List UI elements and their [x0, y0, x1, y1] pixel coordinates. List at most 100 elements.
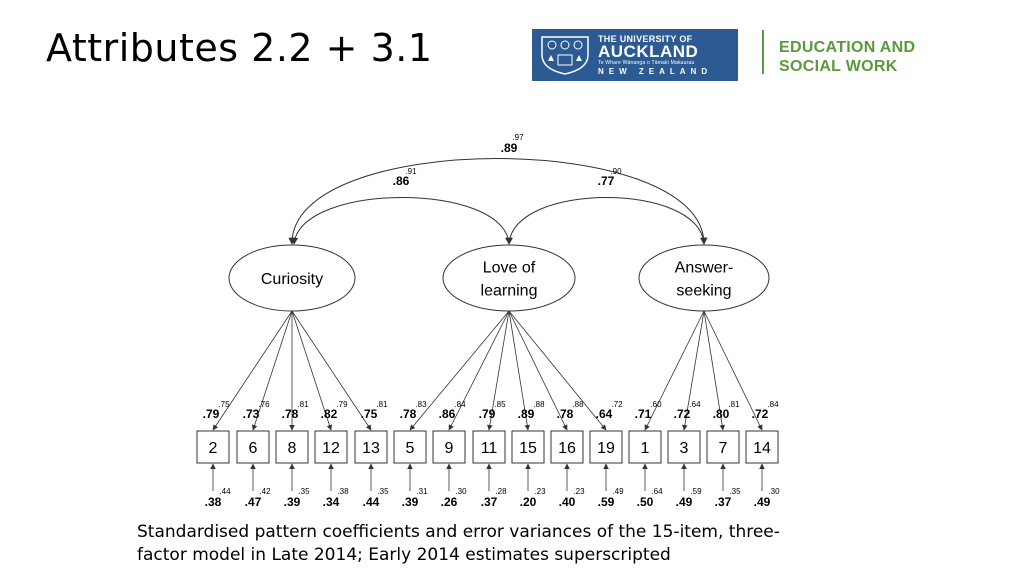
error-value: .49 [754, 495, 771, 509]
loading-arrow [508, 310, 568, 431]
university-logo: THE UNIVERSITY OF AUCKLAND Te Whare Wāna… [532, 29, 738, 81]
item-label: 14 [753, 440, 771, 457]
item-label: 19 [597, 440, 615, 457]
error-value: .37 [715, 495, 732, 509]
loading-value-early: .79 [336, 400, 348, 409]
item-box [393, 430, 427, 464]
loading-value-early: .75 [218, 400, 230, 409]
loading-value: .64 [596, 407, 613, 421]
error-value: .50 [637, 495, 654, 509]
item-box [511, 430, 545, 464]
error-value: .40 [559, 495, 576, 509]
caption-line2: factor model in Late 2014; Early 2014 es… [137, 545, 671, 565]
item-box [706, 430, 740, 464]
item-label: 1 [641, 440, 650, 457]
error-value: .26 [441, 495, 458, 509]
figure-caption: Standardised pattern coefficients and er… [137, 521, 780, 567]
factor-label-love: learning [481, 283, 538, 300]
error-value-early: .42 [259, 487, 271, 496]
error-value: .34 [323, 495, 340, 509]
error-value: .20 [520, 495, 537, 509]
loading-arrow [703, 310, 725, 431]
loading-arrow [251, 310, 293, 431]
logo-line2: AUCKLAND [598, 42, 699, 61]
item-label: 9 [445, 440, 454, 457]
error-value-early: .28 [495, 487, 507, 496]
loading-value: .75 [361, 407, 378, 421]
crest-icon [541, 36, 589, 75]
loading-value: .79 [479, 407, 496, 421]
loading-arrow [487, 310, 510, 431]
error-value: .59 [598, 495, 615, 509]
item-label: 3 [680, 440, 689, 457]
factor-label-answer: seeking [676, 283, 731, 300]
error-value-early: .38 [337, 487, 349, 496]
factor-love [442, 244, 576, 312]
correlation-arc [505, 197, 708, 245]
error-value-early: .30 [768, 487, 780, 496]
header-divider [762, 30, 764, 74]
loading-arrow [508, 310, 530, 431]
correlation-value: .89 [501, 141, 518, 155]
loading-value: .86 [439, 407, 456, 421]
item-label: 5 [406, 440, 415, 457]
loading-value-early: .72 [611, 400, 623, 409]
error-value-early: .35 [377, 487, 389, 496]
item-label: 11 [481, 440, 498, 457]
loading-value: .72 [752, 407, 769, 421]
loading-value: .78 [400, 407, 417, 421]
item-box [589, 430, 623, 464]
loading-arrow [644, 310, 705, 431]
loading-arrow [291, 310, 372, 431]
error-value: .39 [284, 495, 301, 509]
item-box [472, 430, 506, 464]
item-box [314, 430, 348, 464]
item-label: 13 [362, 440, 380, 457]
item-box [432, 430, 466, 464]
item-box [196, 430, 230, 464]
loading-arrow [703, 310, 763, 431]
loading-value-early: .76 [258, 400, 270, 409]
error-value-early: .64 [651, 487, 663, 496]
loading-value-early: .84 [454, 400, 466, 409]
loading-value: .73 [243, 407, 260, 421]
error-value-early: .49 [612, 487, 624, 496]
item-box [667, 430, 701, 464]
item-label: 16 [558, 440, 576, 457]
correlation-value: .86 [393, 174, 410, 188]
factor-label-curiosity: Curiosity [261, 271, 323, 288]
loading-value-early: .81 [297, 400, 309, 409]
slide-title: Attributes 2.2 + 3.1 [46, 26, 433, 70]
loading-value-early: .84 [767, 400, 779, 409]
correlation-value-early: .90 [610, 167, 622, 176]
loading-value: .80 [713, 407, 730, 421]
item-label: 2 [209, 440, 218, 457]
loading-value: .78 [282, 407, 299, 421]
loading-arrow [448, 310, 510, 431]
error-value: .49 [676, 495, 693, 509]
error-value-early: .31 [416, 487, 428, 496]
loading-value: .82 [321, 407, 338, 421]
error-value-early: .30 [455, 487, 467, 496]
factor-label-answer: Answer- [675, 260, 734, 277]
loading-value-early: .88 [572, 400, 584, 409]
error-value: .38 [205, 495, 222, 509]
error-value-early: .59 [690, 487, 702, 496]
factor-answer [638, 244, 770, 312]
error-value: .44 [363, 495, 380, 509]
loading-value-early: .81 [728, 400, 740, 409]
item-label: 15 [519, 440, 537, 457]
item-box [236, 430, 270, 464]
factor-label-love: Love of [483, 260, 536, 277]
correlation-value-early: .91 [405, 167, 417, 176]
loading-value-early: .83 [415, 400, 427, 409]
loading-value-early: .64 [689, 400, 701, 409]
item-label: 8 [288, 440, 297, 457]
item-label: 7 [719, 440, 728, 457]
correlation-arc [288, 158, 708, 245]
error-value-early: .35 [729, 487, 741, 496]
item-box [628, 430, 662, 464]
loading-arrow [212, 310, 293, 431]
error-value: .37 [481, 495, 498, 509]
